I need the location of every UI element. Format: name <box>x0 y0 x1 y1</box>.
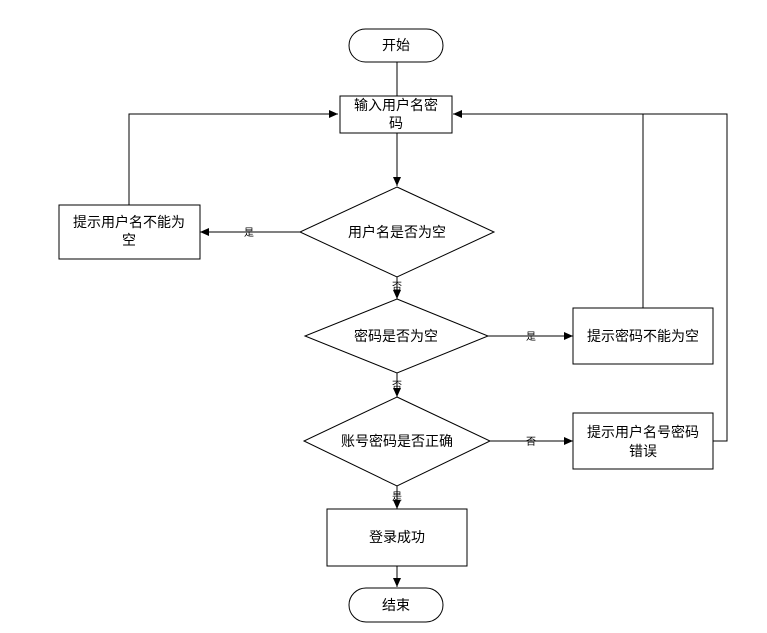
edge-label-account-yes: 是 <box>392 491 402 503</box>
connectors <box>128 61 728 587</box>
check-password-label: 密码是否为空 <box>354 328 438 345</box>
username-empty-msg-line2: 空 <box>122 233 136 249</box>
password-empty-msg-label: 提示密码不能为空 <box>587 328 699 345</box>
edge-password-msg-back <box>453 110 644 308</box>
login-success-box <box>326 508 468 567</box>
edge-label-username-no: 否 <box>392 281 402 293</box>
check-username-diamond <box>298 186 496 278</box>
login-success-label: 登录成功 <box>369 530 425 546</box>
edge-username-msg-back <box>128 110 338 205</box>
edge-label-password-no: 否 <box>392 380 402 392</box>
end-label: 结束 <box>382 598 410 614</box>
input-credentials-box <box>339 95 453 134</box>
account-error-msg-line2: 错误 <box>629 444 657 460</box>
check-password-diamond <box>303 298 490 374</box>
input-label-line1: 输入用户名密 <box>354 97 438 114</box>
username-empty-msg-box <box>58 204 201 260</box>
end-terminator <box>348 587 444 623</box>
edge-label-password-yes: 是 <box>526 331 536 343</box>
start-label: 开始 <box>382 38 410 54</box>
edge-account-msg-back <box>643 113 728 442</box>
check-account-diamond <box>302 396 492 487</box>
password-empty-msg-box <box>572 307 714 365</box>
input-label-line2: 码 <box>389 116 403 132</box>
account-error-msg-box <box>572 412 714 470</box>
check-account-label: 账号密码是否正确 <box>341 433 453 450</box>
check-username-label: 用户名是否为空 <box>348 224 446 241</box>
start-terminator <box>348 28 444 63</box>
account-error-msg-line1: 提示用户名号密码 <box>587 424 699 441</box>
edge-label-username-yes: 是 <box>244 227 254 239</box>
username-empty-msg-line1: 提示用户名不能为 <box>73 214 185 231</box>
edge-label-account-no: 否 <box>526 436 536 448</box>
